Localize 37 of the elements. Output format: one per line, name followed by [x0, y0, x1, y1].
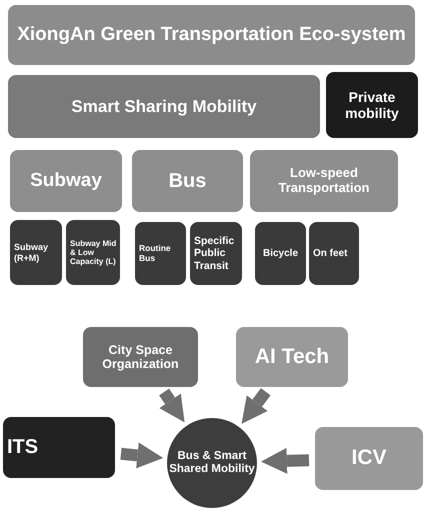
node-box	[326, 72, 418, 138]
node-label: Low-speed Transportation	[277, 166, 370, 196]
node-box	[8, 75, 320, 138]
node-label: On feet	[313, 248, 348, 260]
node-label: Routine Bus	[139, 244, 172, 264]
node-box	[190, 222, 242, 285]
node-label: ICV	[351, 446, 386, 471]
node-label: Private mobility	[344, 88, 400, 122]
node-box	[255, 222, 306, 285]
node-box	[135, 222, 186, 285]
node-box	[66, 220, 120, 285]
node-box	[3, 417, 115, 478]
node-label: Subway Mid & Low Capacity (L)	[70, 238, 118, 266]
arrow	[120, 442, 164, 468]
node-label: Specific Public Transit	[194, 235, 236, 272]
node-label: ITS	[7, 436, 38, 459]
node-box	[315, 427, 423, 490]
node-box	[250, 150, 398, 212]
node-box	[83, 327, 198, 387]
node-box	[10, 150, 122, 212]
node-label: Smart Sharing Mobility	[71, 96, 257, 116]
node-label: AI Tech	[254, 344, 330, 370]
arrow	[260, 448, 310, 474]
node-label: Bicycle	[262, 248, 298, 260]
node-box	[236, 327, 348, 387]
node-box	[132, 150, 243, 212]
node-box	[309, 222, 359, 285]
node-label: XiongAn Green Transportation Eco-system	[17, 24, 406, 46]
node-label: Bus & Smart Shared Mobility	[169, 450, 255, 476]
node-label: City Space Organization	[101, 342, 180, 372]
node-box	[10, 220, 62, 285]
arrow	[242, 388, 271, 424]
node-label: Bus	[168, 170, 206, 192]
arrow	[159, 388, 185, 422]
node-label: Subway (R+M)	[14, 242, 50, 263]
node-label: Subway	[30, 170, 102, 192]
node-box	[8, 5, 415, 65]
